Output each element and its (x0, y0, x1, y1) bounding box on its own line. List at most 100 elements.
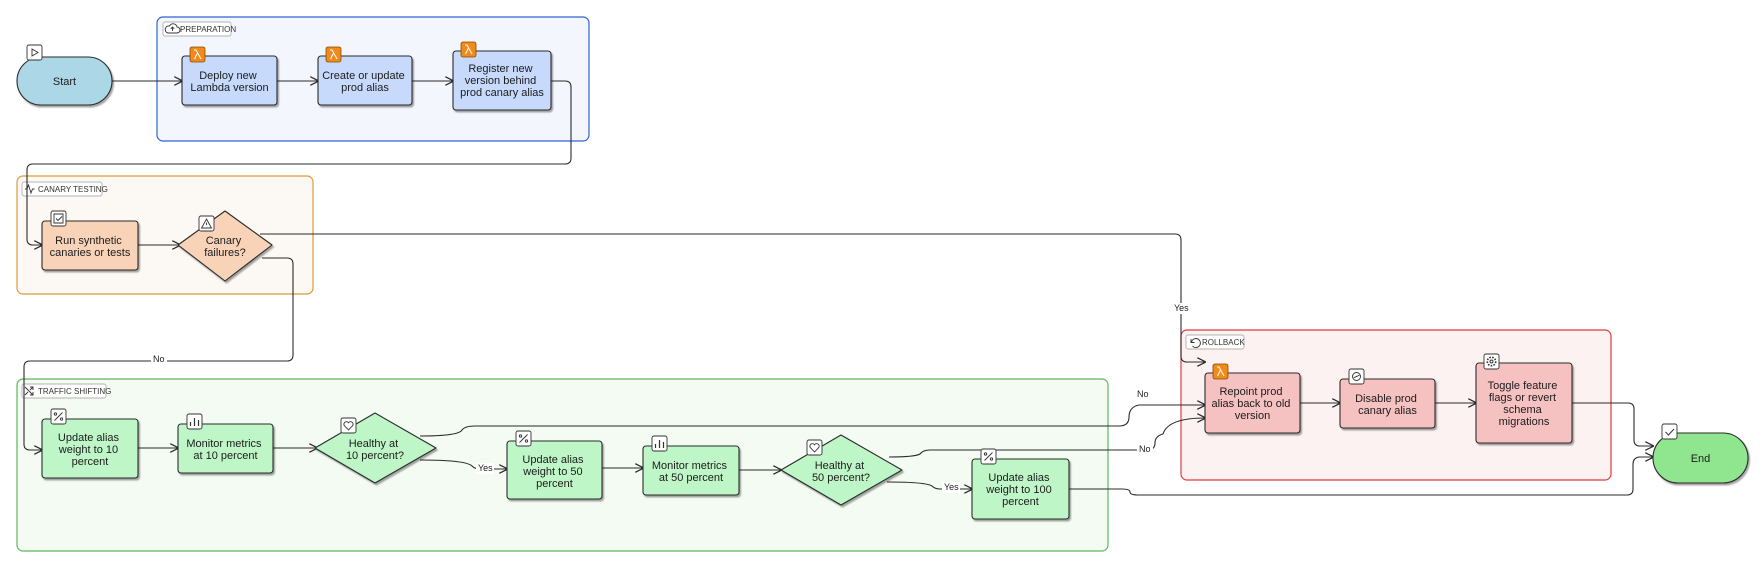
edge-healthy10-no (419, 405, 1205, 437)
edge-label-canary-yes: Yes (1174, 303, 1189, 313)
toggle-label: Toggle feature flags or revert schema mi… (1488, 380, 1561, 428)
check-icon-frame (1661, 423, 1678, 440)
canary-failures-label-line: Canary (206, 235, 242, 247)
heart-icon-frame (806, 439, 823, 456)
alias-label-line: prod alias (341, 82, 389, 94)
edge-label-h10-yes: Yes (478, 463, 493, 473)
percent-icon (518, 434, 529, 443)
percent-icon (983, 452, 994, 461)
edge-canary-yes (260, 233, 1205, 362)
edge-label-bg (1135, 389, 1151, 400)
disable-label-line: canary alias (1358, 405, 1417, 417)
deploy-label: Deploy new Lambda version (190, 70, 268, 94)
repoint-node[interactable] (1204, 372, 1301, 434)
edge-upd100-end (1069, 457, 1653, 496)
healthy10-label: Healthy at 10 percent? (346, 438, 404, 462)
heart-icon-frame (340, 417, 357, 434)
register-label-line: Register new (468, 63, 532, 75)
alias-node[interactable] (317, 55, 413, 106)
bar-chart-icon (654, 440, 665, 448)
undo-icon (1190, 338, 1201, 348)
lambda-icon (1212, 363, 1229, 380)
healthy50-label-line: Healthy at (815, 460, 865, 472)
mon50-label-line: at 50 percent (659, 472, 723, 484)
deploy-label-line: Deploy new (199, 70, 257, 82)
run-tests-node[interactable] (41, 220, 139, 271)
edge-label-bg (151, 354, 167, 365)
register-node[interactable] (452, 50, 552, 111)
upd100-label-line: weight to 100 (985, 484, 1051, 496)
upd50-label-line: Update alias (522, 454, 584, 466)
checkbox-icon (53, 213, 64, 224)
checkbox-icon-frame (50, 210, 67, 227)
edge-label-h10-no: No (1137, 389, 1149, 399)
check-icon (1665, 428, 1675, 436)
edge-label-bg (1137, 444, 1153, 455)
toggle-label-line: flags or revert (1489, 392, 1556, 404)
register-label: Register new version behind prod canary … (460, 63, 544, 99)
start-label: Start (53, 76, 76, 88)
upd10-label-line: percent (72, 456, 109, 468)
toggle-label-line: Toggle feature (1488, 380, 1558, 392)
healthy50-label: Healthy at 50 percent? (812, 460, 870, 484)
percent-icon (53, 412, 64, 421)
lambda-icon (189, 46, 206, 63)
gear-icon (1486, 356, 1497, 367)
upd10-node[interactable] (41, 418, 139, 479)
register-label-line: prod canary alias (460, 87, 544, 99)
end-terminal[interactable] (1652, 432, 1749, 484)
upd10-label-line: weight to 10 (58, 444, 118, 456)
run-tests-label: Run synthetic canaries or tests (50, 235, 131, 259)
gear-icon-center (1489, 359, 1494, 364)
edge-label-bg (1172, 303, 1190, 314)
edge-register-run-tests (26, 80, 572, 245)
group-traffic-label: TRAFFIC SHIFTING (38, 387, 111, 396)
healthy10-label-line: 10 percent? (346, 450, 404, 462)
disable-label-line: Disable prod (1355, 393, 1417, 405)
register-label-line: version behind (465, 75, 537, 87)
upd50-label-line: weight to 50 (522, 466, 582, 478)
upd10-label: Update alias weight to 10 percent (58, 432, 122, 468)
upd100-label: Update alias weight to 100 percent (985, 472, 1055, 508)
heart-icon (343, 421, 354, 431)
group-rollback-tag (1185, 334, 1245, 350)
mon10-label-line: at 10 percent (193, 450, 257, 462)
end-label-line: End (1691, 453, 1711, 465)
start-terminal[interactable] (16, 56, 113, 106)
run-tests-label-line: canaries or tests (50, 247, 131, 259)
deploy-node[interactable] (181, 55, 278, 106)
healthy10-label-line: Healthy at (349, 438, 399, 450)
heart-icon (809, 443, 820, 453)
lambda-icon (325, 46, 342, 63)
edge-label-bg (942, 482, 960, 493)
mon10-node[interactable] (177, 423, 274, 474)
group-rollback-label: ROLLBACK (1202, 338, 1245, 347)
cloud-upload-icon (164, 23, 181, 34)
canary-failures-label: Canary failures? (204, 235, 246, 259)
toggle-node[interactable] (1475, 362, 1573, 444)
mon10-label-line: Monitor metrics (186, 438, 262, 450)
disable-node[interactable] (1339, 378, 1436, 429)
edge-toggle-end (1572, 402, 1653, 446)
end-label: End (1691, 453, 1711, 465)
repoint-label-line: Repoint prod (1219, 386, 1282, 398)
block-icon (1352, 372, 1361, 381)
upd50-node[interactable] (506, 440, 603, 500)
upd100-label-line: Update alias (988, 472, 1050, 484)
edge-label-h50-yes: Yes (944, 482, 959, 492)
repoint-label: Repoint prod alias back to old version (1212, 386, 1294, 422)
play-icon (31, 48, 39, 57)
upd50-label: Update alias weight to 50 percent (522, 454, 586, 490)
repoint-label-line: version (1235, 410, 1270, 422)
edge-healthy50-yes (886, 481, 972, 489)
upd100-label-line: percent (1002, 496, 1039, 508)
toggle-label-line: schema (1503, 404, 1542, 416)
mon50-node[interactable] (642, 445, 740, 496)
alias-label: Create or update prod alias (322, 70, 408, 94)
start-label-line: Start (53, 76, 76, 88)
upd100-node[interactable] (971, 458, 1070, 520)
mon50-label: Monitor metrics at 50 percent (652, 460, 730, 484)
alias-label-line: Create or update (322, 70, 405, 82)
mon50-label-line: Monitor metrics (652, 460, 728, 472)
